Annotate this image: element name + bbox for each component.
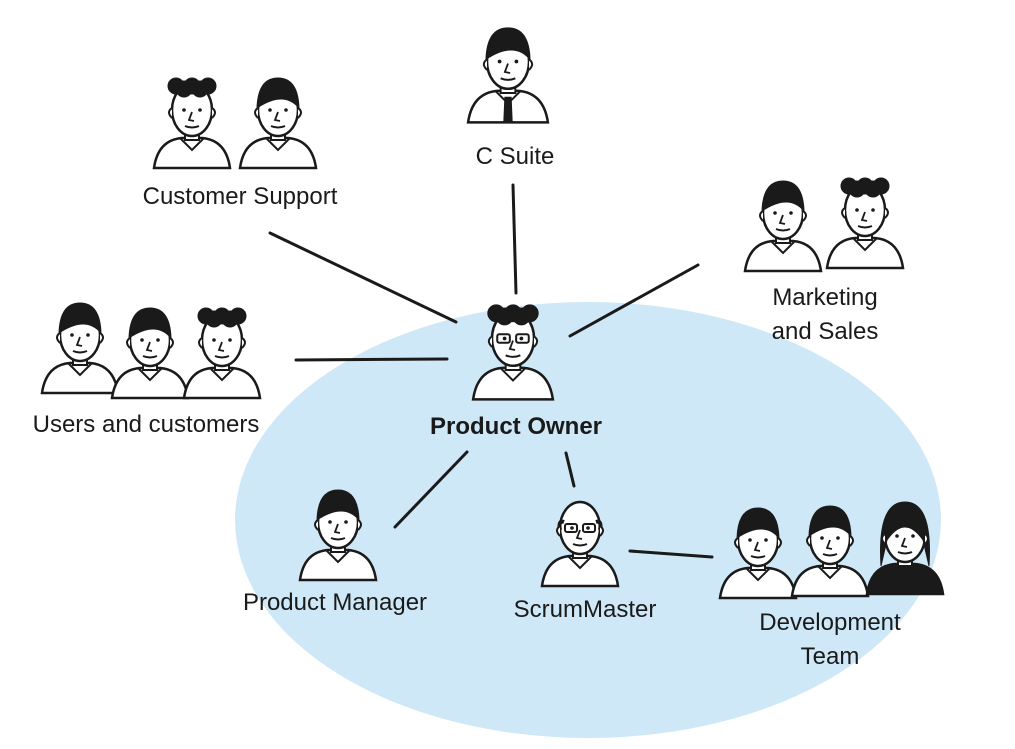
connector-users-customers xyxy=(294,357,449,362)
users-customers-person-1 xyxy=(40,302,120,395)
connector-scrum-master xyxy=(564,451,576,488)
product-owner-label: Product Owner xyxy=(429,413,603,440)
development-team-label-line2: Team xyxy=(800,643,860,670)
customer-support-label: Customer Support xyxy=(142,183,338,210)
connector-development-team xyxy=(628,549,714,559)
development-team-person-3 xyxy=(865,501,945,596)
customer-support-person-2 xyxy=(238,77,318,170)
scrum-master-label: ScrumMaster xyxy=(513,596,657,623)
scrum-master-person xyxy=(540,500,620,588)
users-and-customers-label: Users and customers xyxy=(32,411,260,438)
customer-support-person-1 xyxy=(152,77,232,170)
c-suite-label: C Suite xyxy=(475,143,555,170)
c-suite-person xyxy=(466,27,550,124)
connector-customer-support xyxy=(268,231,458,324)
connector-product-manager xyxy=(393,450,469,529)
marketing-sales-person-2 xyxy=(825,177,905,270)
product-manager-person xyxy=(298,489,378,582)
development-team-label-line1: Development xyxy=(759,609,901,636)
users-customers-person-2 xyxy=(110,307,190,400)
marketing-sales-person-1 xyxy=(743,180,823,273)
product-manager-label: Product Manager xyxy=(242,589,428,616)
product-owner-person xyxy=(471,304,555,401)
development-team-label: Development Team xyxy=(725,606,935,674)
marketing-and-sales-label-line1: Marketing xyxy=(772,284,878,311)
development-team-person-1 xyxy=(718,507,798,600)
connector-marketing-sales xyxy=(568,263,700,338)
connector-c-suite xyxy=(511,183,518,295)
development-team-person-2 xyxy=(790,505,870,598)
marketing-and-sales-label-line2: and Sales xyxy=(771,318,879,345)
marketing-and-sales-label: Marketing and Sales xyxy=(735,281,915,349)
users-customers-person-3 xyxy=(182,307,262,400)
